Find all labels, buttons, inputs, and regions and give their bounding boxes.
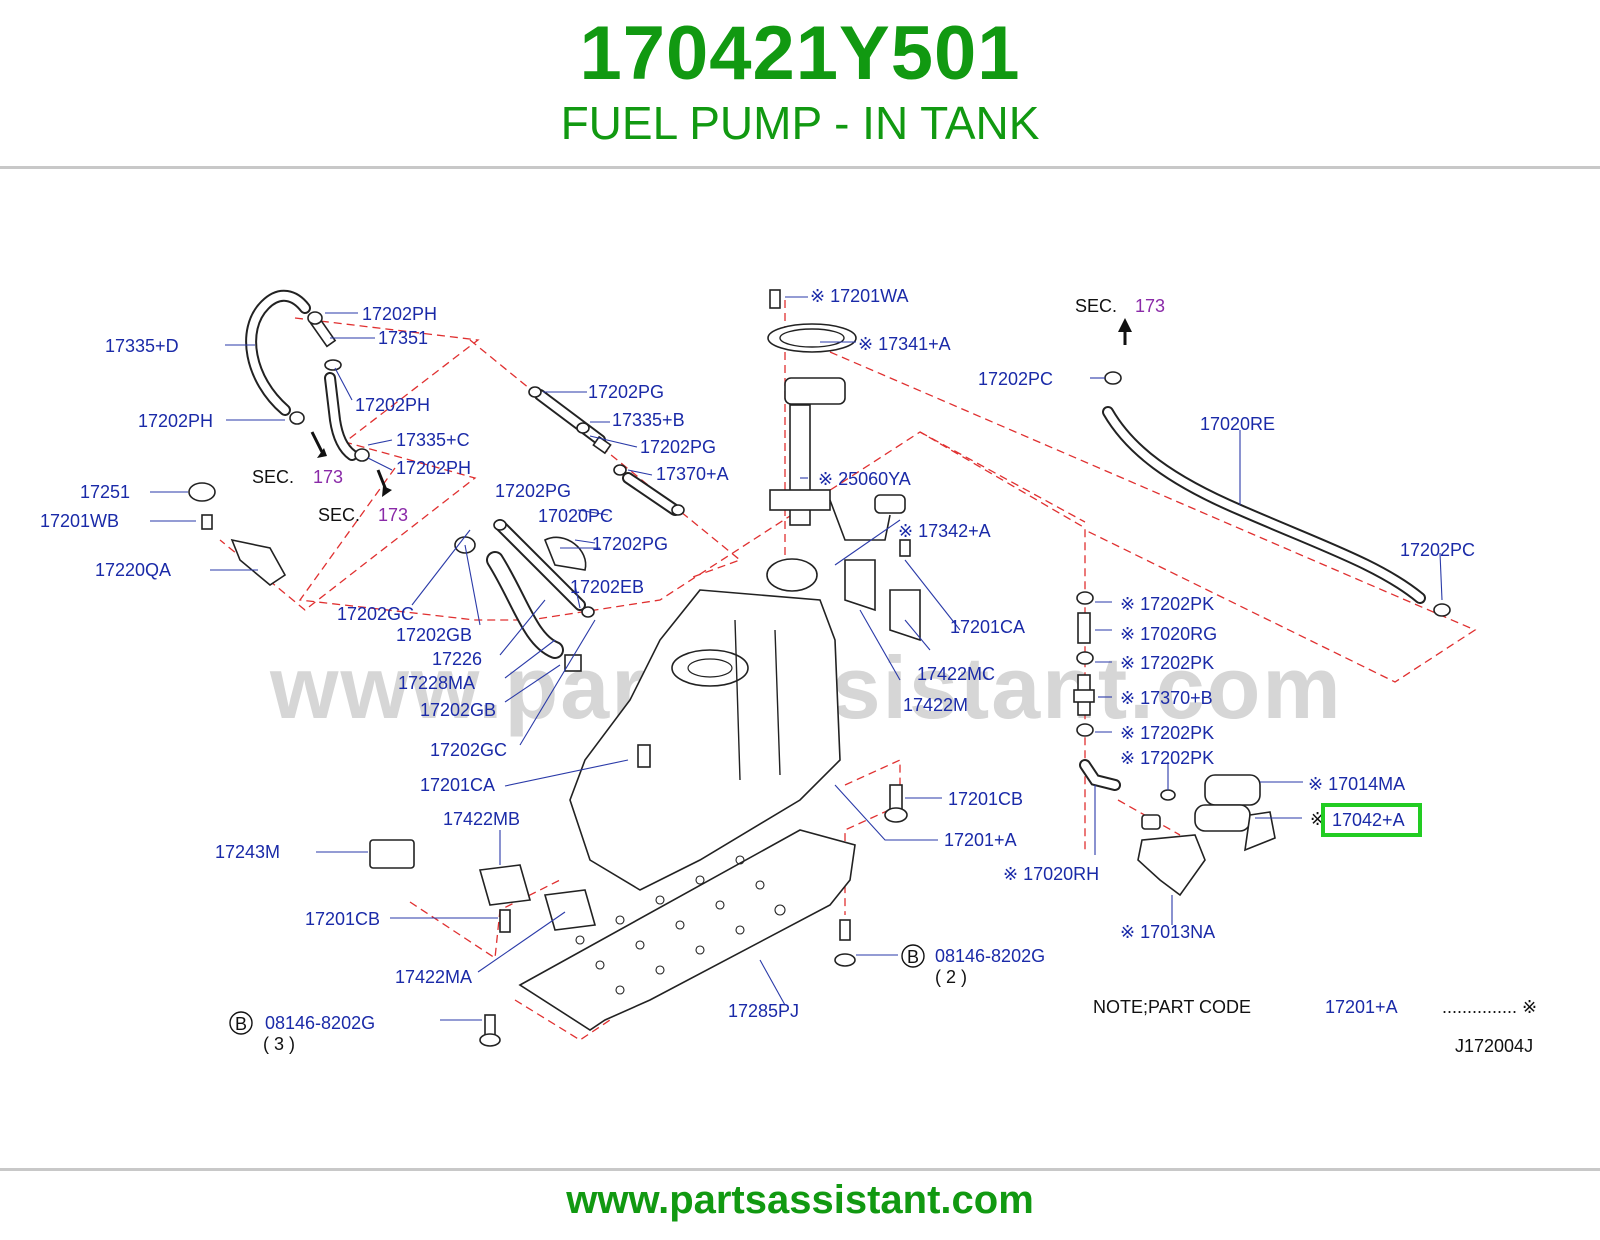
sec-label-1: SEC. [252, 467, 294, 487]
label-17220qa[interactable]: 17220QA [95, 560, 171, 580]
section-references: SEC. 173 SEC. 173 SEC. 173 [252, 296, 1165, 525]
label-17202ph-2[interactable]: 17202PH [355, 395, 430, 415]
label-17201-a[interactable]: 17201+A [944, 830, 1017, 850]
label-17335-d[interactable]: 17335+D [105, 336, 179, 356]
sec-label-3: SEC. [1075, 296, 1117, 316]
label-17202gc-1[interactable]: 17202GC [337, 604, 414, 624]
label-17202pc-2[interactable]: 17202PC [1400, 540, 1475, 560]
label-17020rh[interactable]: ※ 17020RH [1003, 864, 1099, 884]
sec-number-2[interactable]: 173 [378, 505, 408, 525]
label-17335-c[interactable]: 17335+C [396, 430, 470, 450]
label-17202pk-1[interactable]: ※ 17202PK [1120, 594, 1214, 614]
footer-url-link[interactable]: www.partsassistant.com [566, 1178, 1034, 1222]
label-17201wb[interactable]: 17201WB [40, 511, 119, 531]
page-header: 170421Y501 FUEL PUMP - IN TANK [0, 0, 1600, 168]
header-divider [0, 166, 1600, 169]
label-17202pg-2[interactable]: 17202PG [640, 437, 716, 457]
label-17202eb[interactable]: 17202EB [570, 577, 644, 597]
label-qty-3: ( 3 ) [263, 1034, 295, 1054]
footer-divider [0, 1168, 1600, 1171]
label-17341-a[interactable]: ※ 17341+A [858, 334, 951, 354]
label-17422m[interactable]: 17422M [903, 695, 968, 715]
label-17202pg-3[interactable]: 17202PG [495, 481, 571, 501]
note-symbol: ............... ※ [1442, 997, 1537, 1017]
part-description-title: FUEL PUMP - IN TANK [560, 97, 1040, 149]
label-17202gc-2[interactable]: 17202GC [430, 740, 507, 760]
label-17251[interactable]: 17251 [80, 482, 130, 502]
label-17285pj[interactable]: 17285PJ [728, 1001, 799, 1021]
label-17202pg-1[interactable]: 17202PG [588, 382, 664, 402]
label-08146-8202g-1[interactable]: 08146-8202G [265, 1013, 375, 1033]
highlight-box [1321, 803, 1422, 837]
label-17422mc[interactable]: 17422MC [917, 664, 995, 684]
label-17351[interactable]: 17351 [378, 328, 428, 348]
label-08146-8202g-2[interactable]: 08146-8202G [935, 946, 1045, 966]
label-17202gb-1[interactable]: 17202GB [396, 625, 472, 645]
circle-b-letter-2: B [907, 947, 919, 967]
label-17202ph-3[interactable]: 17202PH [138, 411, 213, 431]
label-17370-b[interactable]: ※ 17370+B [1120, 688, 1213, 708]
circle-b-icon [229, 1011, 253, 1035]
label-17013na[interactable]: ※ 17013NA [1120, 922, 1215, 942]
label-17202ph-1[interactable]: 17202PH [362, 304, 437, 324]
label-17201wa[interactable]: ※ 17201WA [810, 286, 908, 306]
label-17422ma[interactable]: 17422MA [395, 967, 472, 987]
label-17342-a[interactable]: ※ 17342+A [898, 521, 991, 541]
label-17335-b[interactable]: 17335+B [612, 410, 685, 430]
label-17201ca-2[interactable]: 17201CA [950, 617, 1025, 637]
label-25060ya[interactable]: ※ 25060YA [818, 469, 911, 489]
label-qty-2: ( 2 ) [935, 967, 967, 987]
label-17226[interactable]: 17226 [432, 649, 482, 669]
label-17422mb[interactable]: 17422MB [443, 809, 520, 829]
label-17202ph-4[interactable]: 17202PH [396, 458, 471, 478]
label-17201ca-1[interactable]: 17201CA [420, 775, 495, 795]
label-17020re[interactable]: 17020RE [1200, 414, 1275, 434]
label-17042-a-highlighted[interactable]: 17042+A [1332, 810, 1405, 830]
label-17202pg-4[interactable]: 17202PG [592, 534, 668, 554]
diagram-note: NOTE;PART CODE 17201+A ............... ※… [1093, 997, 1537, 1056]
leader-lines [150, 296, 1443, 1021]
part-drawings [188, 289, 1451, 1047]
label-17243m[interactable]: 17243M [215, 842, 280, 862]
note-label: NOTE;PART CODE [1093, 997, 1251, 1017]
label-17014ma[interactable]: ※ 17014MA [1308, 774, 1405, 794]
part-labels: 17202PH 17351 17335+D 17202PH 17202PH 17… [40, 286, 1475, 1054]
label-17202gb-2[interactable]: 17202GB [420, 700, 496, 720]
label-17201cb-1[interactable]: 17201CB [305, 909, 380, 929]
sec-number-3[interactable]: 173 [1135, 296, 1165, 316]
note-code[interactable]: 17201+A [1325, 997, 1398, 1017]
label-17202pk-4[interactable]: ※ 17202PK [1120, 748, 1214, 768]
circle-b-letter-1: B [235, 1014, 247, 1034]
label-17020pc[interactable]: 17020PC [538, 506, 613, 526]
label-17020rg[interactable]: ※ 17020RG [1120, 624, 1217, 644]
label-17228ma[interactable]: 17228MA [398, 673, 475, 693]
label-17202pk-2[interactable]: ※ 17202PK [1120, 653, 1214, 673]
label-17202pk-3[interactable]: ※ 17202PK [1120, 723, 1214, 743]
circle-b-icon [901, 944, 925, 968]
label-17201cb-2[interactable]: 17201CB [948, 789, 1023, 809]
sec-label-2: SEC. [318, 505, 360, 525]
part-number-title: 170421Y501 [579, 11, 1021, 96]
label-17202pc-1[interactable]: 17202PC [978, 369, 1053, 389]
diagram-code: J172004J [1455, 1036, 1533, 1056]
label-17370-a[interactable]: 17370+A [656, 464, 729, 484]
circle-b-markers: B B [229, 944, 925, 1035]
sec-number-1[interactable]: 173 [313, 467, 343, 487]
